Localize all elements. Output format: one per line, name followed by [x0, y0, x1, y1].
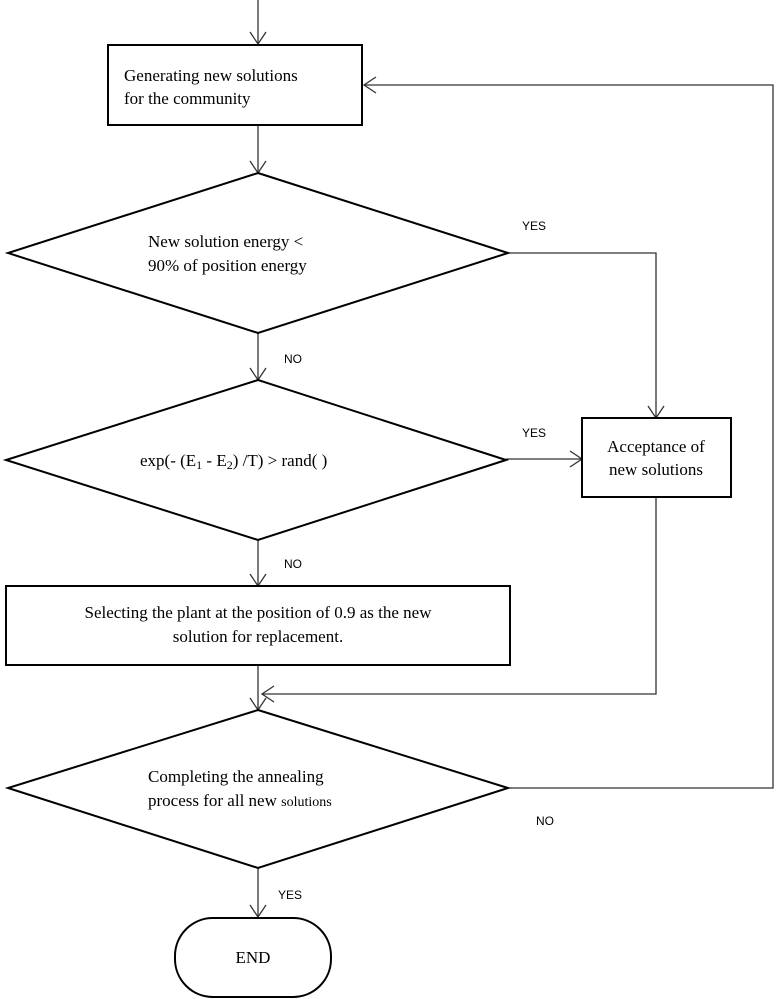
- node-select-plant: Selecting the plant at the position of 0…: [5, 585, 511, 666]
- edge-energy-yes: [508, 252, 665, 420]
- node-end: END: [174, 917, 332, 998]
- edge-exp-no: [249, 540, 267, 588]
- exp-condition: exp(- (E1 - E2) /T) > rand( ): [140, 451, 327, 472]
- end-label: END: [236, 948, 271, 967]
- accept-line-1: Acceptance of: [607, 437, 705, 456]
- label-exp-no: NO: [284, 557, 302, 571]
- edge-accept-to-merge: [260, 498, 657, 703]
- edge-exp-yes: [506, 450, 584, 468]
- select-line-1: Selecting the plant at the position of 0…: [84, 603, 432, 622]
- edge-complete-yes: [249, 868, 267, 919]
- label-complete-no: NO: [536, 814, 554, 828]
- edge-complete-no-loop: [362, 76, 774, 789]
- generate-line-1: Generating new solutions: [124, 66, 298, 85]
- select-line-2: solution for replacement.: [173, 627, 343, 646]
- generate-line-2: for the community: [124, 89, 251, 108]
- edge-energy-no: [249, 333, 267, 382]
- energy-line-2: 90% of position energy: [148, 256, 307, 275]
- node-acceptance: Acceptance of new solutions: [581, 417, 732, 498]
- label-complete-yes: YES: [278, 888, 302, 902]
- edge-entry: [249, 0, 267, 46]
- complete-line-1: Completing the annealing: [148, 767, 324, 786]
- label-energy-yes: YES: [522, 219, 546, 233]
- label-exp-yes: YES: [522, 426, 546, 440]
- energy-line-1: New solution energy <: [148, 232, 303, 251]
- node-decision-complete: Completing the annealing process for all…: [4, 708, 512, 870]
- label-energy-no: NO: [284, 352, 302, 366]
- accept-line-2: new solutions: [609, 460, 703, 479]
- node-decision-exp: exp(- (E1 - E2) /T) > rand( ): [2, 378, 510, 542]
- node-generate-solutions: Generating new solutions for the communi…: [107, 44, 363, 126]
- complete-line-2: process for all new solutions: [148, 791, 332, 810]
- edge-select-to-complete: [249, 665, 267, 712]
- node-decision-energy: New solution energy < 90% of position en…: [4, 171, 512, 335]
- edge-generate-to-energy: [249, 125, 267, 175]
